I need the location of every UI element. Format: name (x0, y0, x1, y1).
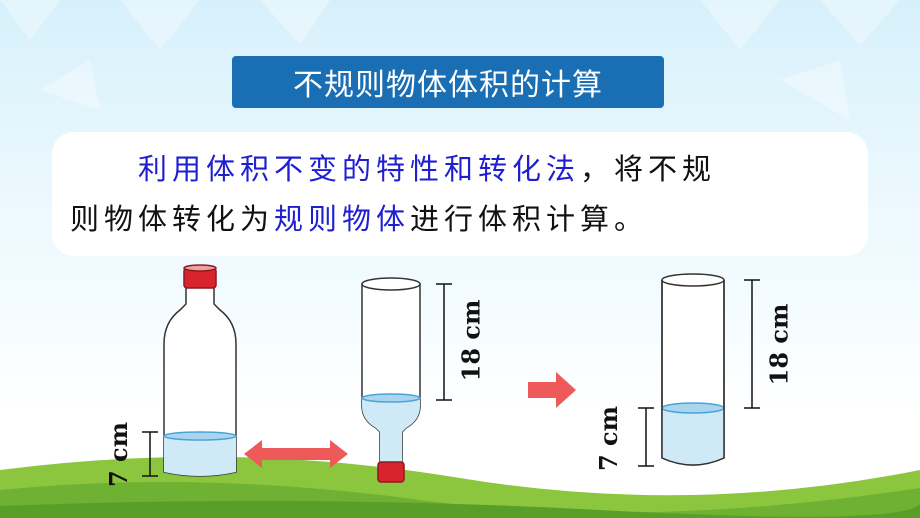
line2-start: 则物体转化为 (70, 202, 275, 236)
highlight-method: 利用体积不变的特性和转化法 (138, 152, 581, 186)
cylinder (661, 273, 725, 466)
line1-rest: ，将不规 (580, 152, 717, 186)
dimension-bottle-water (142, 431, 158, 477)
line2-end: 进行体积计算。 (410, 202, 649, 236)
double-arrow-icon (244, 440, 348, 468)
description-line-2: 则物体转化为规则物体进行体积计算。 (70, 194, 850, 244)
label-bottle-water: 7 cm (104, 421, 134, 488)
dimension-cylinder-water (638, 407, 654, 467)
page-title: 不规则物体体积的计算 (232, 56, 664, 108)
dimension-inverted-air (436, 283, 452, 401)
description-line-1: 利用体积不变的特性和转化法，将不规 (70, 144, 850, 194)
description-box: 利用体积不变的特性和转化法，将不规 则物体转化为规则物体进行体积计算。 (52, 132, 868, 256)
label-cylinder-air: 18 cm (764, 303, 794, 386)
bottle-inverted (361, 277, 421, 483)
highlight-regular-object: 规则物体 (274, 202, 411, 236)
bottle-upright (163, 264, 237, 477)
label-cylinder-water: 7 cm (594, 405, 624, 472)
right-arrow-icon (528, 372, 576, 408)
label-inverted-air: 18 cm (456, 299, 486, 382)
dimension-cylinder-air (744, 279, 760, 409)
